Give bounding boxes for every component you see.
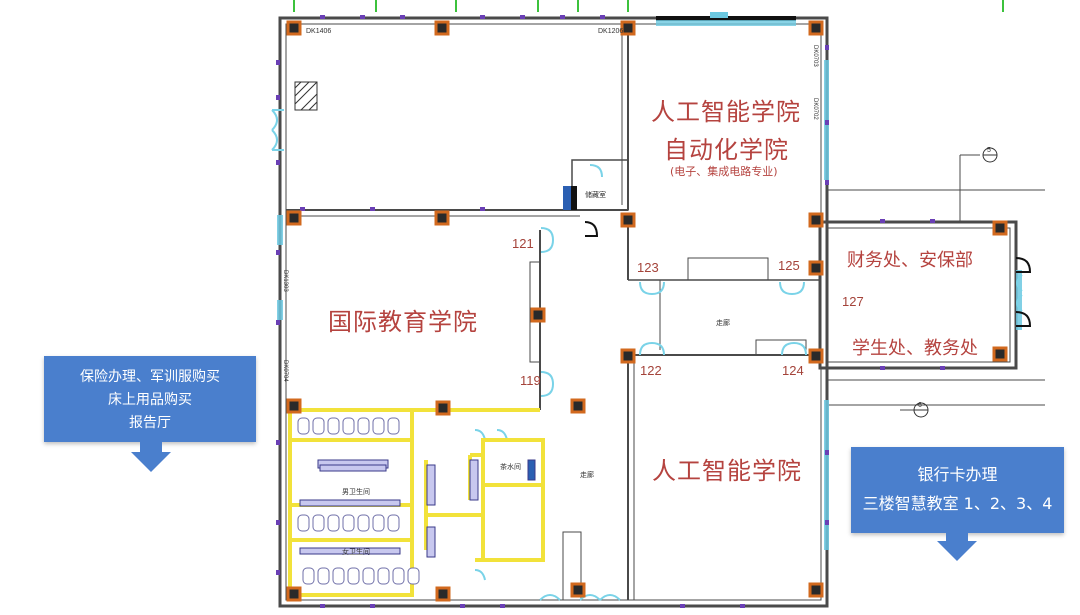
dk1206-label: DK1206 <box>598 28 624 35</box>
axis-5-label: 5 <box>987 147 991 154</box>
doors <box>271 109 1023 601</box>
walls <box>278 16 1045 608</box>
black-doors <box>584 221 1032 327</box>
room-number-121: 121 <box>512 236 534 251</box>
sink-counters <box>299 459 536 558</box>
dk0704-label: DK0704 <box>282 360 288 382</box>
tea-room-label: 茶水间 <box>500 464 521 471</box>
purple-marks <box>276 15 945 608</box>
callout-left: 保险办理、军训服购买 床上用品购买 报告厅 <box>44 356 256 442</box>
columns <box>286 20 1008 602</box>
grid-ticks <box>293 0 1004 12</box>
hatched-block <box>294 81 318 111</box>
room-ai-college-bottom: 人工智能学院 <box>652 457 802 485</box>
callout-right-line1: 银行卡办理 <box>917 465 998 484</box>
room-finance-security: 财务处、安保部 <box>847 250 973 271</box>
room-number-123: 123 <box>637 260 659 275</box>
callout-left-line1: 保险办理、军训服购买 <box>80 369 220 385</box>
male-toilet-label: 男卫生间 <box>342 489 370 496</box>
room-number-122: 122 <box>640 363 662 378</box>
storage-label: 储藏室 <box>585 192 606 199</box>
callout-left-line3: 报告厅 <box>129 415 171 431</box>
callout-left-arrow <box>131 452 171 472</box>
callout-right: 银行卡办理 三楼智慧教室 1、2、3、4 <box>851 447 1064 533</box>
dk0702-label: DK0702 <box>812 98 818 120</box>
callout-left-line2: 床上用品购买 <box>108 392 192 408</box>
dk0703-label: DK0703 <box>812 45 818 67</box>
callout-right-arrow-stem <box>946 533 968 543</box>
female-toilet-label: 女卫生间 <box>342 549 370 556</box>
toilet-stalls <box>297 417 420 585</box>
room-ai-college-top: 人工智能学院 <box>651 98 801 126</box>
corridor-label-b: 走廊 <box>580 472 594 479</box>
axis-markers <box>913 147 998 418</box>
room-student-academic: 学生处、教务处 <box>852 338 978 359</box>
callout-left-arrow-stem <box>140 442 162 454</box>
callout-right-line2: 三楼智慧教室 1、2、3、4 <box>862 494 1053 513</box>
room-international-college: 国际教育学院 <box>328 308 478 336</box>
room-number-125: 125 <box>778 258 800 273</box>
dk1303-label: DK1303 <box>282 270 288 292</box>
room-number-127: 127 <box>842 294 864 309</box>
room-number-124: 124 <box>782 363 804 378</box>
corridor-label-a: 走廊 <box>716 320 730 327</box>
room-automation-note: (电子、集成电路专业) <box>670 165 778 178</box>
room-automation-college: 自动化学院 <box>664 136 789 164</box>
axis-6-label: 6 <box>918 402 922 409</box>
top-window <box>656 12 796 26</box>
callout-right-arrow <box>937 541 977 561</box>
room-number-119: 119 <box>520 373 541 388</box>
blue-door-block <box>563 186 571 210</box>
dk1406-label: DK1406 <box>306 28 332 35</box>
toilet-area <box>288 408 545 597</box>
